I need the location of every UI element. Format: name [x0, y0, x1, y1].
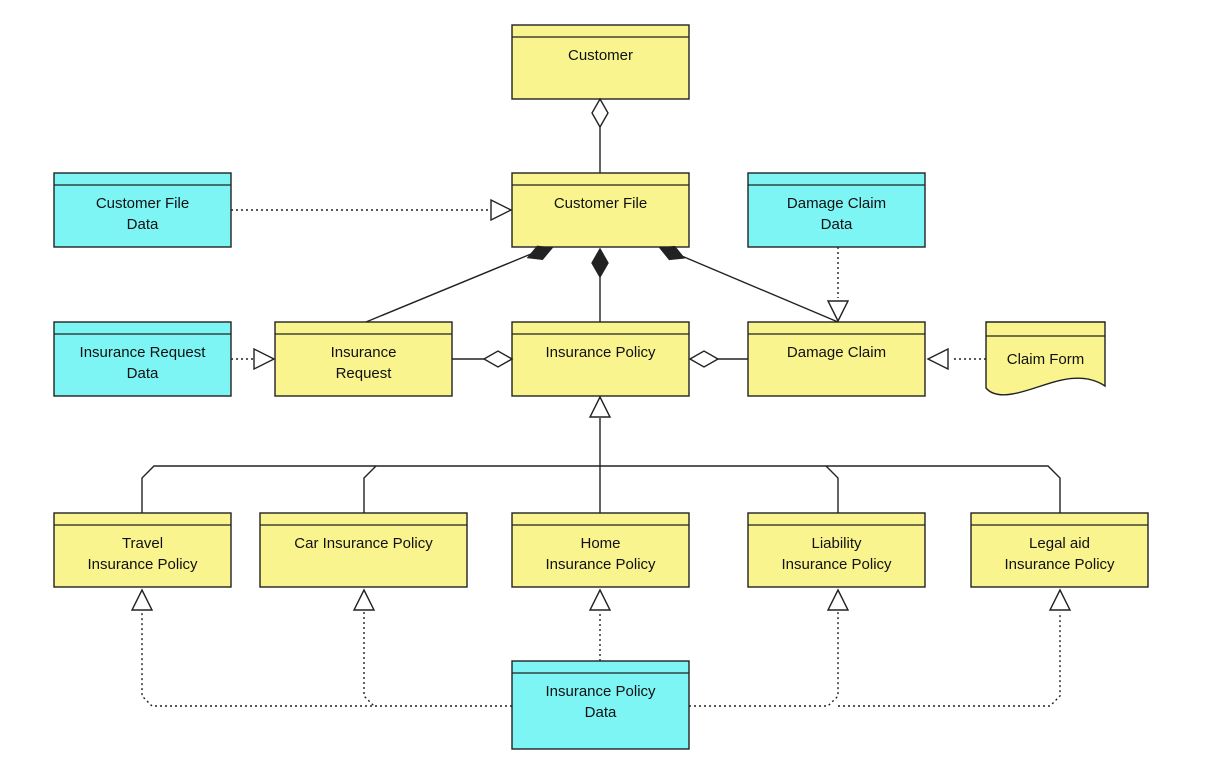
insurance-policy-data-label: Data: [585, 704, 617, 721]
car-insurance-policy-node: Car Insurance Policy: [259, 512, 468, 588]
specialization-bus: [141, 465, 1061, 513]
specialization-branch-liability: [825, 465, 839, 513]
realization-arrowhead-insurance-request: [253, 347, 276, 371]
home-insurance-policy-label: Home: [580, 535, 620, 552]
relationship-layer: [141, 127, 1061, 707]
specialization-branch-car: [363, 465, 377, 513]
insurance-request-data-label: Insurance Request: [80, 344, 207, 361]
composition-diamond-damage-claim: [658, 245, 686, 261]
insurance-policy-node: Insurance Policy: [511, 321, 690, 397]
realization-line-legal-aid: [838, 612, 1061, 707]
realization-arrowhead-car: [352, 588, 376, 611]
damage-claim-label: Damage Claim: [787, 344, 886, 361]
aggregation-diamond-insurance-request: [482, 350, 514, 368]
liability-insurance-policy-label: Insurance Policy: [781, 556, 892, 573]
travel-insurance-policy-label: Insurance Policy: [87, 556, 198, 573]
specialization-arrowhead: [588, 395, 612, 418]
arrowhead-layer: [130, 97, 1072, 611]
customer-file-data-label: Customer File: [96, 195, 189, 212]
composition-diamond-insurance-policy: [591, 247, 609, 279]
realization-arrowhead-liability: [826, 588, 850, 611]
realization-line-car: [363, 612, 375, 707]
insurance-request-label: Request: [336, 365, 393, 382]
realization-line-liability: [689, 612, 839, 707]
composition-line-insurance-request: [365, 253, 532, 323]
insurance-request-data-label: Data: [127, 365, 159, 382]
customer-file-node: Customer File: [511, 172, 690, 248]
travel-insurance-policy-label: Travel: [122, 535, 163, 552]
customer-node: Customer: [511, 24, 690, 100]
damage-claim-node: Damage Claim: [747, 321, 926, 397]
legal-aid-insurance-policy-label: Legal aid: [1029, 535, 1090, 552]
realization-arrowhead-damage-claim: [826, 300, 850, 323]
liability-insurance-policy-label: Liability: [811, 535, 862, 552]
damage-claim-data-label: Data: [821, 216, 853, 233]
aggregation-diamond-damage-claim: [688, 350, 720, 368]
realization-arrowhead-customer-file: [490, 198, 513, 222]
claim-form-label: Claim Form: [1007, 351, 1085, 368]
composition-diamond-insurance-request: [526, 245, 554, 260]
customer-file-label: Customer File: [554, 195, 647, 212]
realization-arrowhead-claim-form: [926, 347, 949, 371]
legal-aid-insurance-policy-label: Insurance Policy: [1004, 556, 1115, 573]
realization-arrowhead-legal-aid: [1048, 588, 1072, 611]
car-insurance-policy-label: Car Insurance Policy: [294, 535, 433, 552]
claim-form-node: Claim Form: [985, 321, 1106, 396]
customer-file-data-label: Data: [127, 216, 159, 233]
representation-shape: [985, 321, 1106, 396]
home-insurance-policy-label: Insurance Policy: [545, 556, 656, 573]
insurance-policy-label: Insurance Policy: [545, 344, 656, 361]
customer-label: Customer: [568, 47, 633, 64]
aggregation-diamond-customer: [591, 97, 609, 129]
realization-line-travel: [141, 612, 512, 707]
composition-line-damage-claim: [676, 253, 839, 323]
object-shape: [511, 660, 690, 750]
insurance-request-label: Insurance: [331, 344, 397, 361]
realization-arrowhead-travel: [130, 588, 154, 611]
damage-claim-data-label: Damage Claim: [787, 195, 886, 212]
realization-arrowhead-home: [588, 588, 612, 611]
insurance-policy-data-label: Insurance Policy: [545, 683, 656, 700]
